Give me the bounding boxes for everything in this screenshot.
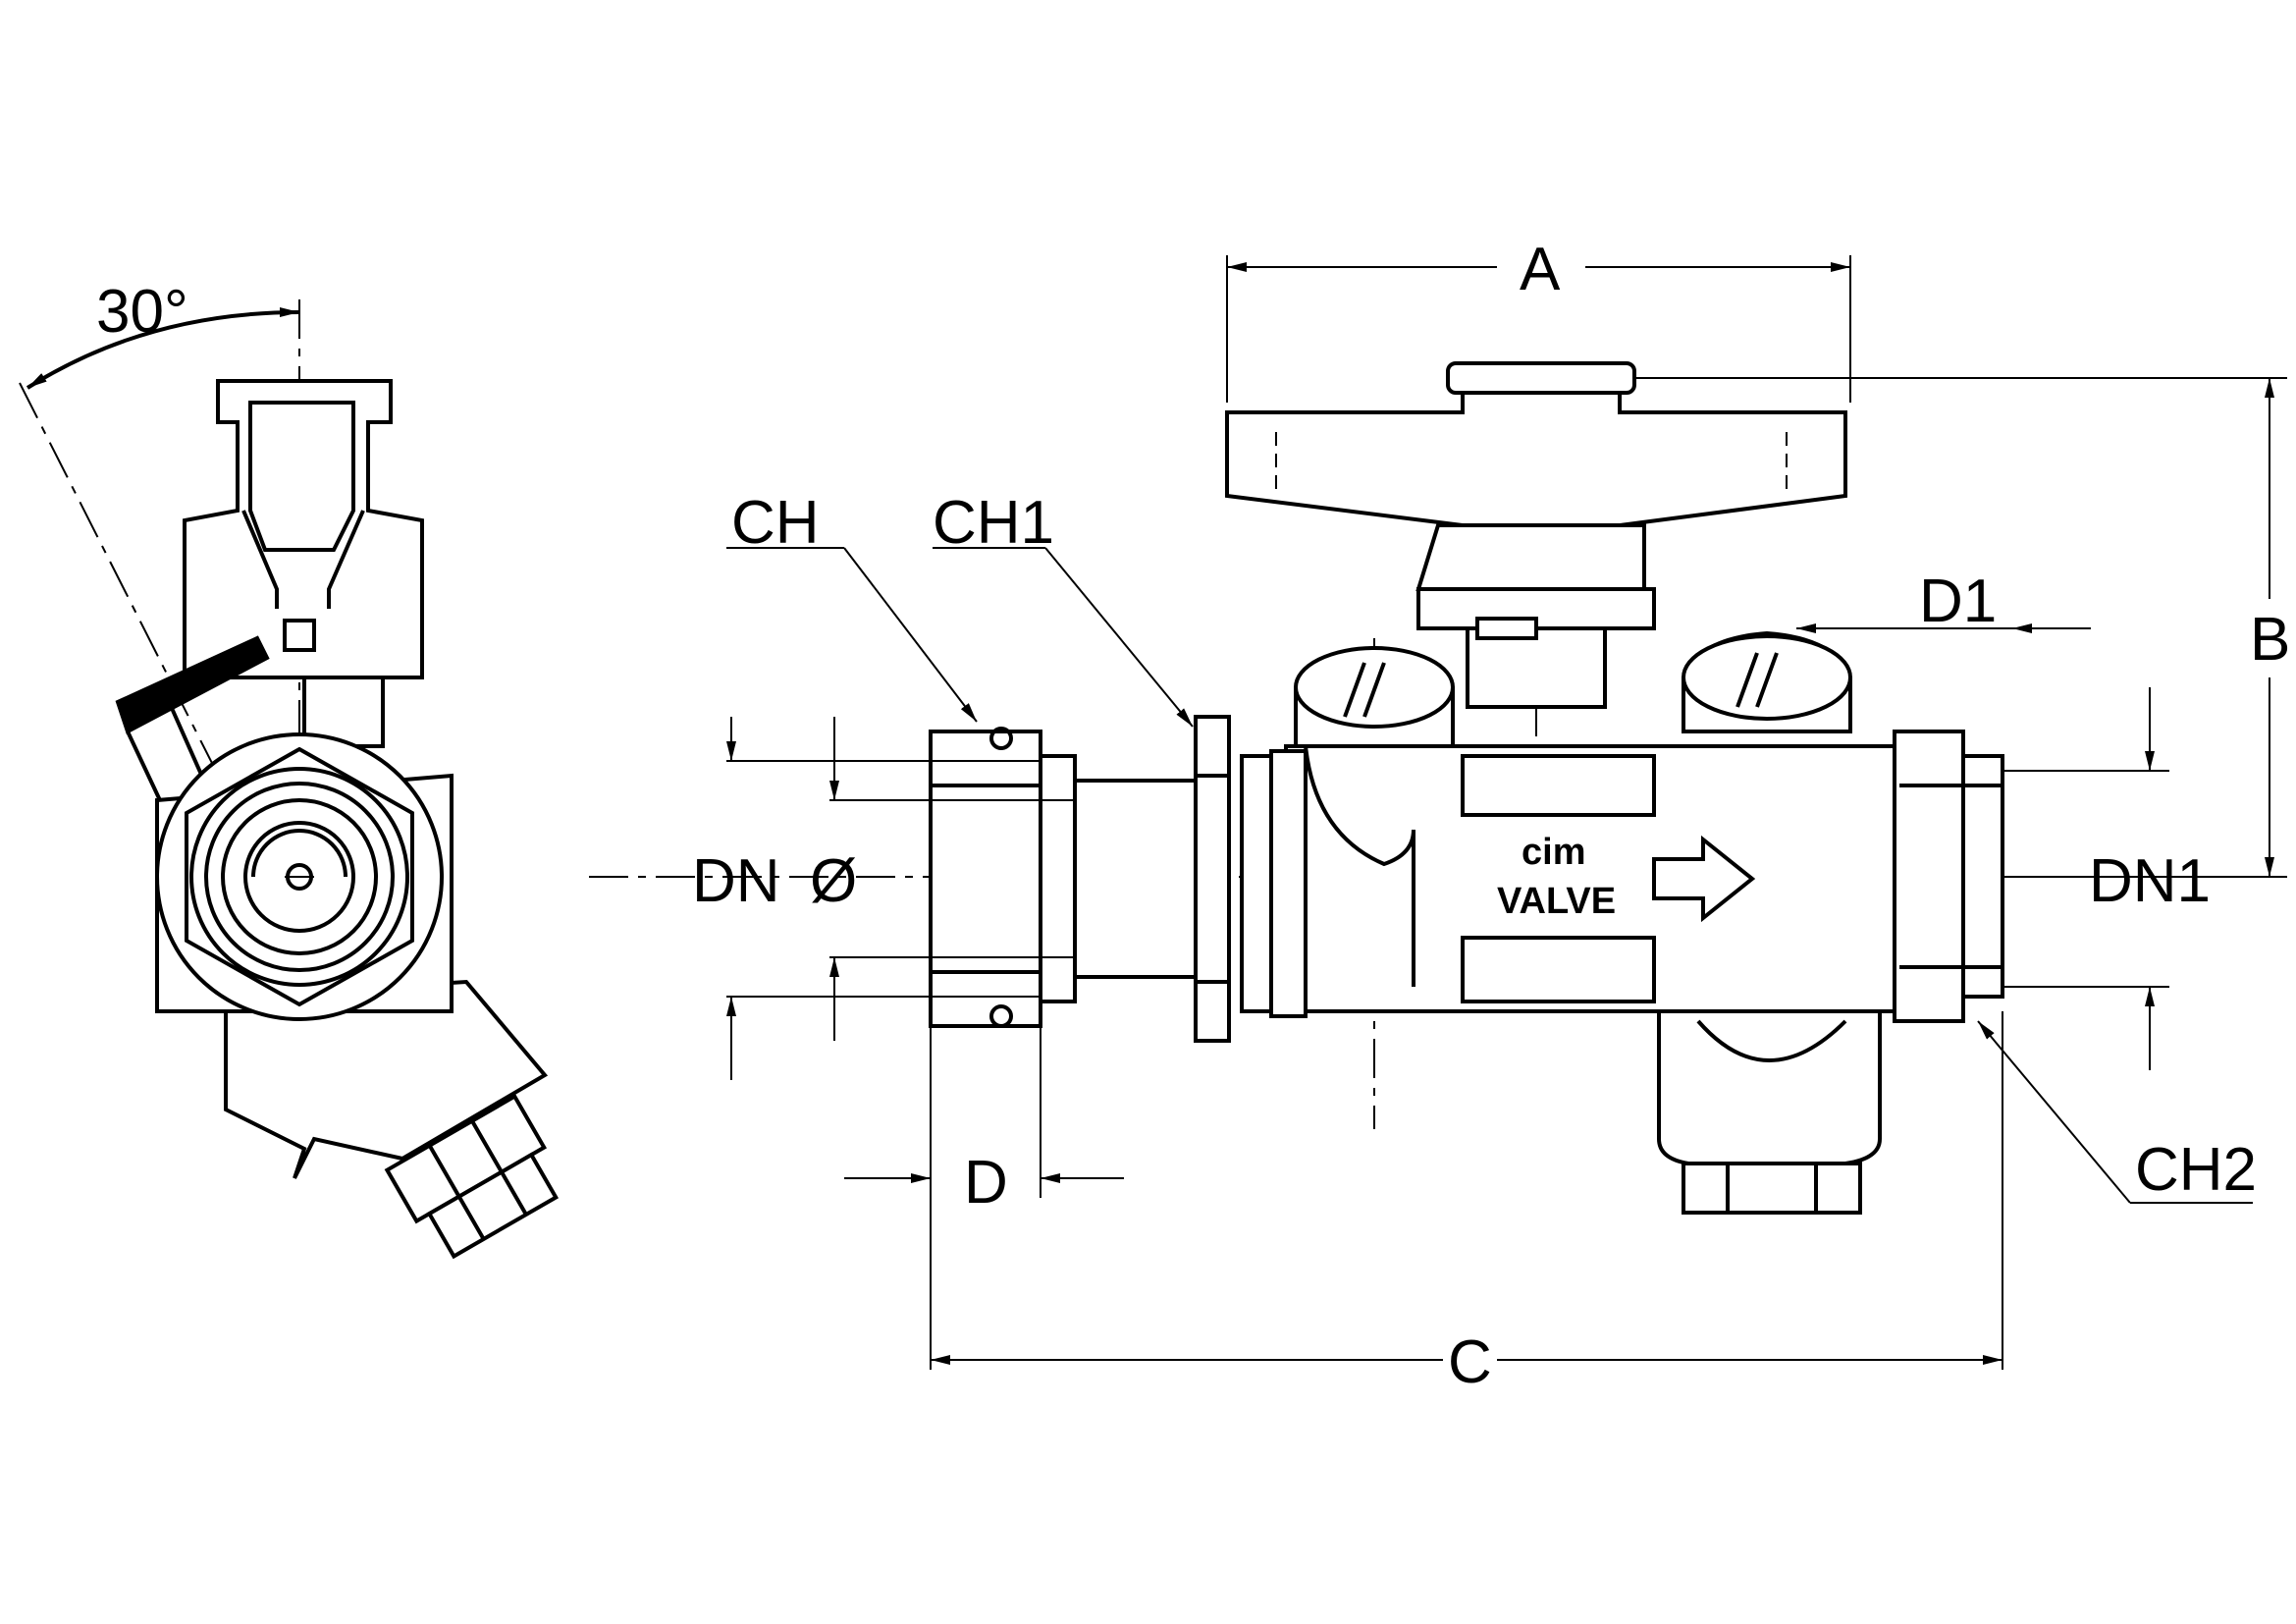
outlet-hex [1961,754,2004,999]
logo-line1: cim [1522,832,1585,873]
butterfly-handle-icon [1225,361,1847,630]
angle-arc [26,307,300,390]
hex-locknut-icon [1194,715,1231,1043]
leader-CH2-label: CH2 [2135,1136,2257,1204]
front-view: cim VALVE [589,236,2290,1396]
dim-D1-label: D1 [1919,568,1997,635]
dim-D-label: D [964,1149,1008,1217]
dim-DN-label: DN [692,847,780,915]
side-view: 30° [19,278,560,1260]
dim-DN1-label: DN1 [2089,847,2211,915]
strainer-cap [384,1093,560,1260]
side-lever [115,635,270,734]
dim-A-label: A [1520,236,1561,303]
strainer-body [224,979,549,1179]
side-handle [183,379,424,679]
slotted-screw-cap-icon [1294,630,1852,748]
union-nut-icon [929,727,1077,1028]
leader-CH-label: CH [731,489,820,557]
strainer-pocket [1657,1009,1882,1165]
flow-arrow-icon [1652,835,1756,923]
angle-label: 30° [96,278,188,346]
leader-CH1-label: CH1 [933,489,1054,557]
dim-B-label: B [2250,606,2290,674]
dim-diameter-label: Ø [810,847,857,915]
logo-line2: VALVE [1497,881,1616,922]
dim-C-label: C [1448,1328,1492,1396]
